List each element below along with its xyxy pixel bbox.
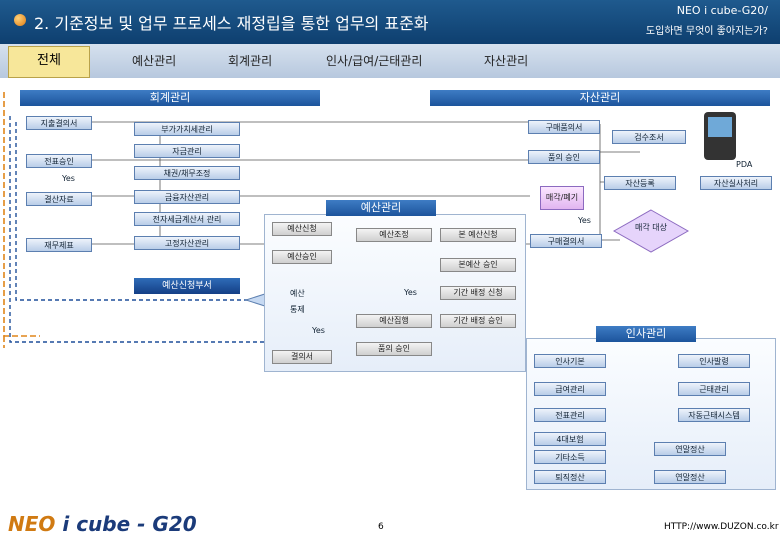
budget-approve-box: 예산승인: [272, 250, 332, 264]
journal-entry-box: 전표승인: [26, 154, 92, 168]
main-budget-request-box: 본 예산신청: [440, 228, 516, 242]
attendance-system-box: 자동근태시스템: [678, 408, 750, 422]
budget-judge-label-1: 예산: [290, 289, 305, 298]
financial-goods-box: 금융자산관리: [134, 190, 240, 204]
funds-box: 자금관리: [134, 144, 240, 158]
tab-accounting[interactable]: 회계관리: [228, 54, 273, 68]
asset-register-box: 자산등록: [604, 176, 676, 190]
sale-disposal-diamond: [612, 209, 690, 253]
period-request-box: 기간 배정 신청: [440, 286, 516, 300]
logo-product: i cube - G20: [55, 512, 197, 536]
budget-request-box: 예산신청: [272, 222, 332, 236]
bond-debt-box: 채권/채무조정: [134, 166, 240, 180]
budget-yes-label-1: Yes: [404, 288, 417, 297]
gifts-disposal-box: 매각/폐기: [540, 186, 584, 210]
asset-section-header: 자산관리: [430, 90, 770, 106]
hr-basic-box: 인사기본: [534, 354, 606, 368]
footer-url[interactable]: HTTP://www.DUZON.co.kr: [664, 522, 779, 532]
footer-logo: NEO i cube - G20: [8, 512, 197, 536]
tab-asset[interactable]: 자산관리: [484, 54, 529, 68]
page-title: 2. 기준정보 및 업무 프로세스 재정립을 통한 업무의 표준화: [34, 14, 429, 33]
settlement-box: 결산자료: [26, 192, 92, 206]
accounting-section-header: 회계관리: [20, 90, 320, 106]
budget-yes-label-2: Yes: [312, 326, 325, 335]
tax-invoice-box: 전자세금계산서 관리: [134, 212, 240, 226]
execution-approve-box: 품의 승인: [356, 342, 432, 356]
bullet-icon: [14, 14, 26, 26]
tab-all[interactable]: 전체: [8, 46, 90, 78]
page-number: 6: [378, 522, 384, 532]
retirement-box: 퇴직정산: [534, 470, 606, 484]
financial-statements-box: 재무제표: [26, 238, 92, 252]
yearend-box: 연말정산: [654, 442, 726, 456]
purchase-approval-box: 품의 승인: [528, 150, 600, 164]
budget-expense-box: 결의서: [272, 350, 332, 364]
purchase-resolution-box: 구매결의서: [530, 234, 602, 248]
budget-execute-box: 예산집행: [356, 314, 432, 328]
tab-bar: [0, 44, 780, 78]
asset-survey-box: 자산실사처리: [700, 176, 772, 190]
inspection-box: 검수조서: [612, 130, 686, 144]
purchase-request-box: 구매품의서: [528, 120, 600, 134]
period-approve-box: 기간 배정 승인: [440, 314, 516, 328]
main-budget-approve-box: 본예산 승인: [440, 258, 516, 272]
tab-budget[interactable]: 예산관리: [132, 54, 177, 68]
other-income-box: 기타소득: [534, 450, 606, 464]
hr-section-header: 인사관리: [596, 326, 696, 342]
budget-judge-label-2: 통제: [290, 305, 305, 314]
fixed-asset-box: 고정자산관리: [134, 236, 240, 250]
tab-hr[interactable]: 인사/급여/근태관리: [326, 54, 423, 68]
salary-box: 급여관리: [534, 382, 606, 396]
yearend-settlement-box: 연말정산: [654, 470, 726, 484]
header-product: NEO i cube-G20/: [676, 4, 768, 17]
budget-section-header: 예산관리: [326, 200, 436, 216]
slip-box: 전표관리: [534, 408, 606, 422]
vat-box: 부가가치세관리: [134, 122, 240, 136]
accounting-yes-label: Yes: [62, 174, 75, 183]
header-bar: [0, 0, 780, 44]
pda-device-icon: [704, 112, 736, 160]
logo-neo: NEO: [8, 512, 56, 536]
pda-label: PDA: [736, 160, 753, 169]
attendance-box: 근태관리: [678, 382, 750, 396]
asset-yes-label: Yes: [578, 216, 591, 225]
expense-resolution-box: 지출결의서: [26, 116, 92, 130]
budget-adjust-box: 예산조정: [356, 228, 432, 242]
hr-appointment-box: 인사발령: [678, 354, 750, 368]
header-subtitle: 도입하면 무엇이 좋아지는가?: [645, 26, 768, 37]
sale-disposal-label: 매각 대상: [635, 223, 667, 232]
insurance-box: 4대보험: [534, 432, 606, 446]
budget-request-dept-box: 예산신청부서: [134, 278, 240, 294]
